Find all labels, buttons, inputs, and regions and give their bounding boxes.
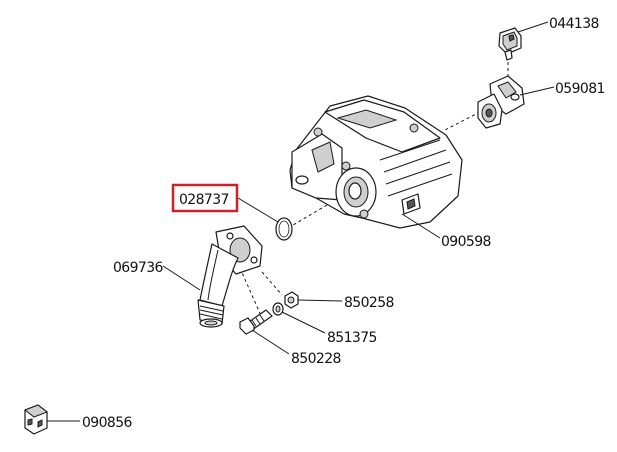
label-090856[interactable]: 090856: [82, 415, 133, 431]
label-044138[interactable]: 044138: [549, 16, 599, 32]
label-850258[interactable]: 850258: [344, 295, 394, 311]
fitting-044138[interactable]: [498, 27, 522, 61]
leader-090598: [401, 213, 441, 239]
label-851375[interactable]: 851375: [327, 330, 377, 346]
label-850228[interactable]: 850228: [291, 351, 341, 367]
highlight-box: [171, 183, 239, 213]
assembly-axis-lower: [239, 267, 283, 319]
bolt-850228[interactable]: [239, 309, 273, 335]
pump-body-090598[interactable]: [289, 95, 463, 229]
kit-090856[interactable]: [23, 404, 49, 435]
leader-028737: [237, 197, 279, 223]
label-069736[interactable]: 069736: [113, 260, 164, 276]
o-ring-028737[interactable]: [275, 217, 293, 241]
leader-059081: [519, 86, 555, 96]
connector-059081[interactable]: [477, 75, 525, 129]
washer-851375[interactable]: [272, 302, 284, 316]
label-028737[interactable]: 028737: [179, 192, 229, 208]
nut-850258[interactable]: [284, 291, 299, 309]
leader-850228: [251, 329, 290, 355]
label-059081[interactable]: 059081: [555, 81, 605, 97]
leader-851375: [281, 311, 326, 334]
leader-850258: [297, 299, 343, 302]
leader-044138: [517, 21, 549, 33]
label-090598[interactable]: 090598: [441, 234, 491, 250]
assembly-axis-upper: [287, 62, 509, 229]
elbow-pipe-069736[interactable]: [197, 225, 263, 328]
leader-069736: [162, 265, 201, 291]
